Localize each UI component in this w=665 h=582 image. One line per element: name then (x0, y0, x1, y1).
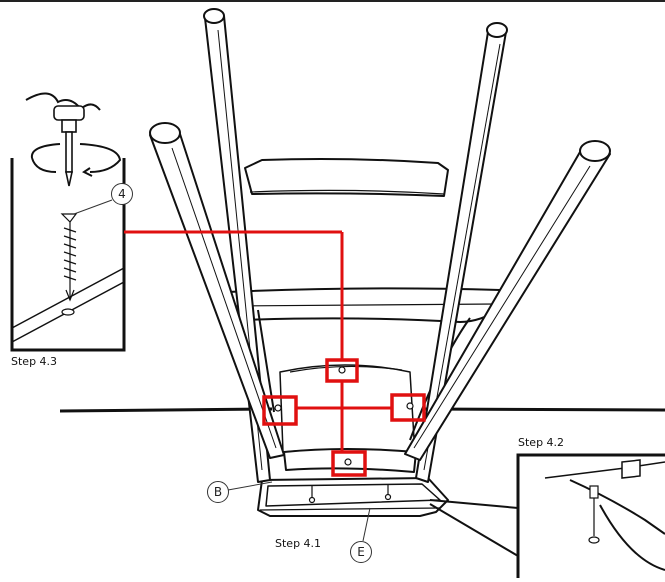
part-e-callout: E (350, 541, 372, 563)
screwdriver-icon (25, 92, 122, 187)
connector-lines (124, 230, 392, 452)
chair-leg-front-right (404, 140, 611, 461)
highlight-boxes (262, 358, 426, 477)
chair-seat (257, 477, 449, 517)
screw-icon (60, 213, 78, 316)
step-4-2-label: Step 4.2 (518, 436, 565, 449)
chair-backrest (244, 158, 449, 197)
screw-holes (274, 366, 414, 466)
seat-pins (308, 484, 392, 504)
floor-line (59, 407, 665, 413)
chair-leg-front-left (149, 122, 285, 459)
step-4-1-label: Step 4.1 (275, 537, 322, 550)
step-4-3-label: Step 4.3 (11, 355, 58, 368)
zoom-callout-4-2 (429, 453, 665, 578)
inset-step-4-3 (10, 92, 126, 352)
chair (149, 8, 611, 517)
screw-4-callout: 4 (111, 183, 133, 205)
part-b-callout: B (207, 481, 229, 503)
